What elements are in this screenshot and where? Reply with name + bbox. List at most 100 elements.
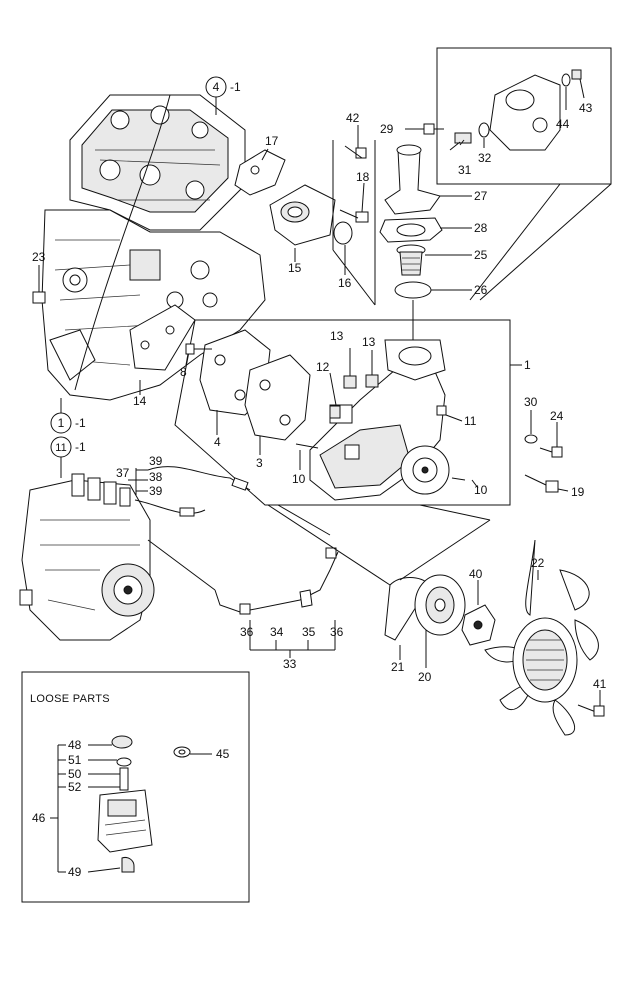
label-39b: 39 xyxy=(149,484,163,498)
label-34: 34 xyxy=(270,625,284,639)
bolt-11 xyxy=(436,405,447,416)
label-11: 11 xyxy=(464,414,477,428)
label-4: 4 xyxy=(214,435,221,449)
label-46: 46 xyxy=(32,811,46,825)
bolt-42 xyxy=(344,145,367,159)
label-49: 49 xyxy=(68,865,82,879)
sender-housing-illustration xyxy=(489,74,561,151)
pin-10b xyxy=(451,477,466,481)
gasket-14 xyxy=(129,304,196,371)
injection-pump-illustration xyxy=(19,473,155,641)
bolt-8 xyxy=(185,343,212,355)
o-ring-16 xyxy=(333,221,353,245)
label-31: 31 xyxy=(458,163,472,177)
label-14: 14 xyxy=(133,394,147,408)
ref-circle-number: 1 xyxy=(58,416,65,430)
cylinder-head-illustration xyxy=(69,94,246,231)
label-22: 22 xyxy=(531,556,545,570)
plug-49 xyxy=(121,857,135,873)
label-51: 51 xyxy=(68,753,82,767)
label-41: 41 xyxy=(593,677,607,691)
reference-11-1: 11 -1 xyxy=(50,436,86,478)
label-29: 29 xyxy=(380,122,394,136)
grommet-45 xyxy=(173,746,191,758)
label-10b: 10 xyxy=(474,483,488,497)
label-10a: 10 xyxy=(292,472,306,486)
thermostat-25 xyxy=(396,244,426,276)
bolt-18 xyxy=(339,209,369,223)
water-pump-body xyxy=(309,339,450,501)
ref-suffix: -1 xyxy=(230,80,241,94)
label-19: 19 xyxy=(571,485,585,499)
label-50: 50 xyxy=(68,767,82,781)
bolt-41 xyxy=(577,704,605,717)
label-33: 33 xyxy=(283,657,297,671)
pin-10a xyxy=(295,443,319,449)
label-32: 32 xyxy=(478,151,492,165)
o-ring-51 xyxy=(116,757,132,767)
bolt-23 xyxy=(32,272,46,304)
fuel-pipe-39b xyxy=(134,499,206,514)
label-20: 20 xyxy=(418,670,432,684)
label-13b: 13 xyxy=(362,335,376,349)
ref-suffix: -1 xyxy=(75,440,86,454)
label-17: 17 xyxy=(265,134,279,148)
label-24: 24 xyxy=(550,409,564,423)
return-pipe-34 xyxy=(214,551,339,613)
reference-1-1: 1 -1 xyxy=(50,398,86,434)
label-42: 42 xyxy=(346,111,360,125)
label-18: 18 xyxy=(356,170,370,184)
label-40: 40 xyxy=(469,567,483,581)
thermostat-cover-27 xyxy=(384,144,441,215)
label-45: 45 xyxy=(216,747,230,761)
washer-44 xyxy=(561,73,571,87)
label-44: 44 xyxy=(556,117,570,131)
plug-43 xyxy=(571,69,582,80)
temp-sender-31 xyxy=(449,132,472,151)
ref-circle-number: 11 xyxy=(55,442,66,454)
label-48: 48 xyxy=(68,738,82,752)
engine-block-illustration xyxy=(41,209,266,401)
gasket-17 xyxy=(234,149,286,196)
reference-4-1: 4 -1 xyxy=(205,76,241,115)
label-13a: 13 xyxy=(330,329,344,343)
part-labels: 17 42 29 18 15 16 27 28 25 26 23 14 8 4 … xyxy=(32,101,607,879)
label-39a: 39 xyxy=(149,454,163,468)
label-30: 30 xyxy=(524,395,538,409)
label-36a: 36 xyxy=(240,625,254,639)
v-belt-21 xyxy=(384,577,431,641)
label-35: 35 xyxy=(302,625,316,639)
filler-pipe-50-52 xyxy=(119,767,129,791)
filter-46 xyxy=(97,789,153,853)
fan-22 xyxy=(484,539,599,736)
label-23: 23 xyxy=(32,250,46,264)
label-16: 16 xyxy=(338,276,352,290)
label-25: 25 xyxy=(474,248,488,262)
label-21: 21 xyxy=(391,660,405,674)
bolt-24 xyxy=(539,446,563,458)
label-27: 27 xyxy=(474,189,488,203)
pulley-20 xyxy=(414,574,466,636)
gasket-3 xyxy=(244,354,311,441)
water-outlet-15 xyxy=(269,184,336,246)
label-3: 3 xyxy=(256,456,263,470)
fuel-pipe-39a xyxy=(147,466,251,491)
label-15: 15 xyxy=(288,261,302,275)
plug-13a xyxy=(343,375,357,389)
loose-parts-title: LOOSE PARTS xyxy=(30,693,110,705)
temperature-sender-inset-frame xyxy=(436,47,612,185)
label-52: 52 xyxy=(68,780,82,794)
plug-12 xyxy=(329,405,341,419)
ref-suffix: -1 xyxy=(75,416,86,430)
o-ring-26 xyxy=(394,281,432,299)
label-12: 12 xyxy=(316,360,330,374)
label-37: 37 xyxy=(116,466,130,480)
bolt-29 xyxy=(405,123,444,135)
label-1: 1 xyxy=(524,358,531,372)
label-8: 8 xyxy=(180,365,187,379)
label-43: 43 xyxy=(579,101,593,115)
loose-parts-box xyxy=(21,671,250,903)
oil-filler-cap-48 xyxy=(111,735,133,749)
label-28: 28 xyxy=(474,221,488,235)
leader-lines xyxy=(38,78,601,706)
